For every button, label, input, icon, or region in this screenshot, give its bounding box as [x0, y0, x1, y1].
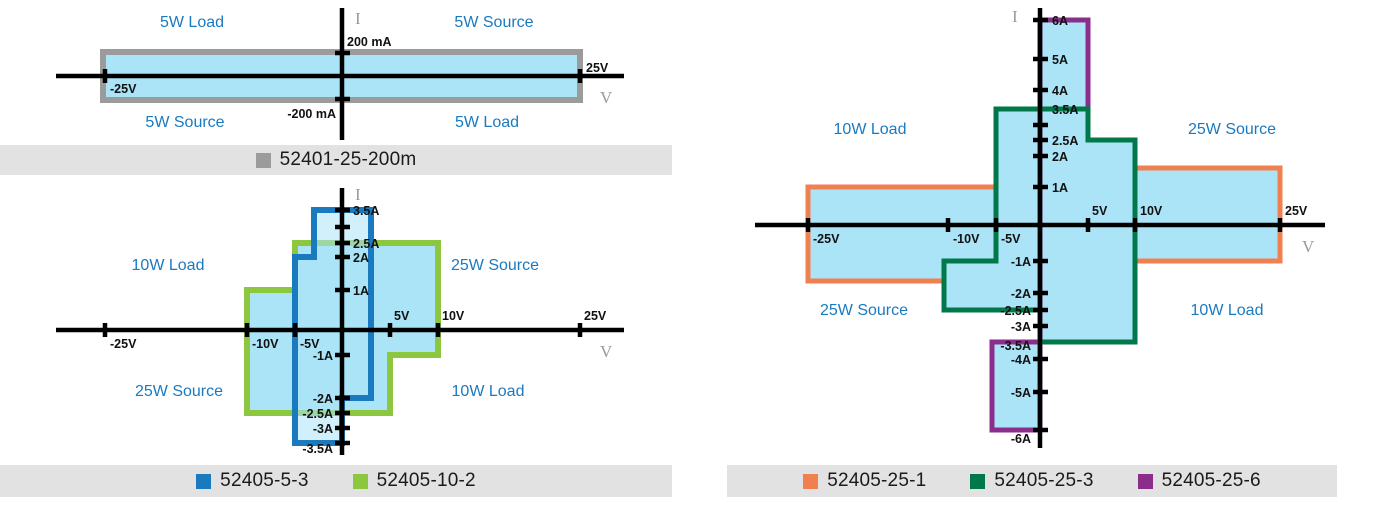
- tick-label-i-3p5a: 3.5A: [353, 204, 379, 218]
- legend-swatch-52405-10-2: [352, 473, 368, 489]
- v-axis-letter: V: [600, 342, 613, 361]
- tick-label-i-neg1a: -1A: [313, 349, 333, 363]
- legend-label: 52405-25-1: [827, 470, 927, 491]
- tick-label-i-neg3p5a: -3.5A: [1000, 339, 1031, 353]
- i-axis-letter: I: [355, 9, 361, 28]
- legend-label: 52405-25-3: [994, 470, 1094, 491]
- chart-52401-svg: 200 mA -200 mA 25V -25V I V 5W Load 5W S…: [56, 8, 624, 140]
- tick-label-i-neg5a: -5A: [1011, 386, 1031, 400]
- tick-label-i-2a: 2A: [1052, 150, 1068, 164]
- quadrant-label-q1: 5W Source: [454, 14, 533, 31]
- tick-label-v-neg10: -10V: [953, 232, 980, 246]
- quadrant-label-q4: 10W Load: [1191, 302, 1264, 319]
- quadrant-label-q1: 25W Source: [451, 257, 539, 274]
- envelope-52405-5-3: [292, 207, 374, 446]
- tick-label-v-pos25: 25V: [584, 309, 607, 323]
- quadrant-label-q1: 25W Source: [1188, 121, 1276, 138]
- quadrant-label-q2: 10W Load: [834, 121, 907, 138]
- legend-item[interactable]: 52401-25-200m: [255, 149, 417, 171]
- legend-label: 52405-5-3: [220, 470, 309, 491]
- tick-label-i-neg1a: -1A: [1011, 255, 1031, 269]
- tick-label-v-neg: -25V: [110, 82, 137, 96]
- panel-52401-chart: 200 mA -200 mA 25V -25V I V 5W Load 5W S…: [0, 0, 680, 145]
- i-axis-letter: I: [355, 185, 361, 204]
- quadrant-label-q3: 25W Source: [820, 302, 908, 319]
- tick-label-i-6a: 6A: [1052, 14, 1068, 28]
- tick-label-v-neg10: -10V: [252, 337, 279, 351]
- legend-item[interactable]: 52405-25-6: [1137, 470, 1261, 492]
- quadrant-label-q2: 5W Load: [160, 14, 224, 31]
- tick-label-i-1a: 1A: [353, 284, 369, 298]
- legend-label: 52405-10-2: [376, 470, 476, 491]
- legend-swatch-52405-25-3: [970, 473, 986, 489]
- quadrant-label-q4: 5W Load: [455, 114, 519, 131]
- tick-label-i-neg2a: -2A: [1011, 287, 1031, 301]
- tick-label-i-1a: 1A: [1052, 181, 1068, 195]
- legend-item[interactable]: 52405-25-3: [970, 470, 1093, 492]
- panel-52405-25-chart: -25V -10V -5V 5V 10V 25V 6A 5A 4A 3.5A 2…: [700, 0, 1379, 460]
- tick-label-v-pos5: 5V: [1092, 204, 1108, 218]
- panel-52405-5-10-chart: -25V -10V -5V 5V 10V 25V 3.5A 2.5A 2A 1A…: [0, 180, 680, 460]
- envelope-52405-25-3-overlap: [996, 106, 1138, 345]
- tick-label-i-neg: -200 mA: [287, 107, 336, 121]
- tick-label-i-neg3a: -3A: [1011, 320, 1031, 334]
- legend-52405-5-10: 52405-5-3 52405-10-2: [0, 465, 672, 497]
- legend-52401: 52401-25-200m: [0, 145, 672, 175]
- quadrant-label-q3: 25W Source: [135, 383, 223, 400]
- tick-label-i-2a: 2A: [353, 251, 369, 265]
- tick-label-i-2p5a: 2.5A: [1052, 134, 1078, 148]
- tick-label-v-pos5: 5V: [394, 309, 410, 323]
- tick-label-i-4a: 4A: [1052, 84, 1068, 98]
- chart-52405-25-svg: -25V -10V -5V 5V 10V 25V 6A 5A 4A 3.5A 2…: [755, 7, 1325, 448]
- i-axis-letter: I: [1012, 7, 1018, 26]
- tick-label-v-pos10: 10V: [1140, 204, 1163, 218]
- quadrant-label-q3: 5W Source: [145, 114, 224, 131]
- tick-label-v-neg25: -25V: [813, 232, 840, 246]
- legend-label: 52401-25-200m: [279, 149, 417, 170]
- tick-label-i-neg3p5a: -3.5A: [302, 442, 333, 456]
- tick-label-i-2p5a: 2.5A: [353, 237, 379, 251]
- tick-label-v-pos25: 25V: [1285, 204, 1308, 218]
- v-axis-letter: V: [600, 88, 613, 107]
- tick-label-i-neg6a: -6A: [1011, 432, 1031, 446]
- legend-52405-25: 52405-25-1 52405-25-3 52405-25-6: [727, 465, 1337, 497]
- tick-label-i-neg2p5a: -2.5A: [302, 407, 333, 421]
- tick-label-v-pos: 25V: [586, 61, 609, 75]
- legend-label: 52405-25-6: [1161, 470, 1261, 491]
- quadrant-label-q4: 10W Load: [452, 383, 525, 400]
- legend-swatch-52405-25-6: [1137, 473, 1153, 489]
- tick-label-v-pos10: 10V: [442, 309, 465, 323]
- tick-label-v-neg5: -5V: [300, 337, 320, 351]
- tick-label-i-neg4a: -4A: [1011, 353, 1031, 367]
- chart-52405-5-10-svg: -25V -10V -5V 5V 10V 25V 3.5A 2.5A 2A 1A…: [56, 185, 624, 456]
- tick-label-i-3p5a: 3.5A: [1052, 103, 1078, 117]
- tick-label-i-neg2p5a: -2.5A: [1000, 304, 1031, 318]
- tick-label-i-5a: 5A: [1052, 53, 1068, 67]
- legend-item[interactable]: 52405-5-3: [196, 470, 308, 492]
- v-axis-letter: V: [1302, 237, 1315, 256]
- tick-label-i-neg3a: -3A: [313, 422, 333, 436]
- tick-label-v-neg25: -25V: [110, 337, 137, 351]
- tick-label-i-pos: 200 mA: [347, 35, 391, 49]
- legend-swatch-52405-5-3: [196, 473, 212, 489]
- tick-label-v-neg5: -5V: [1001, 232, 1021, 246]
- legend-swatch-52405-25-1: [803, 473, 819, 489]
- legend-item[interactable]: 52405-10-2: [352, 470, 476, 492]
- legend-item[interactable]: 52405-25-1: [803, 470, 926, 492]
- legend-swatch-52401-25-200m: [255, 152, 271, 168]
- quadrant-label-q2: 10W Load: [132, 257, 205, 274]
- tick-label-i-neg2a: -2A: [313, 392, 333, 406]
